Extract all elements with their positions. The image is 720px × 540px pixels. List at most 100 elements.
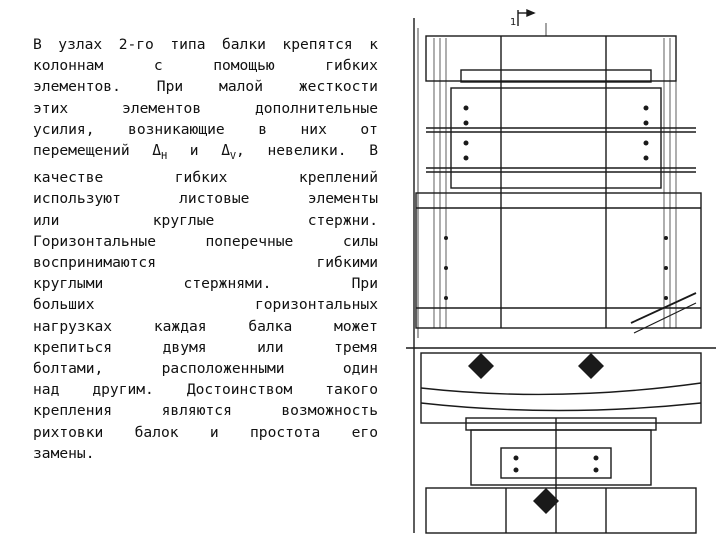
word: них [300,120,327,138]
word: тремя [334,338,378,356]
word: может [334,317,378,335]
paragraph-line: или круглые стержни. [33,210,378,231]
beam-web [415,192,702,329]
word: больших [33,296,95,314]
word: невелики. [267,142,347,160]
word: элементов. [33,78,121,96]
word: листовые [179,190,250,208]
word: крепиться [33,338,113,356]
word: балка [248,317,293,335]
word: и [209,423,219,441]
word: При [156,78,184,96]
word: поперечные [205,232,294,250]
flange-hatching [433,38,677,328]
stiffener-diamonds [468,353,604,514]
word: Достоинством [186,381,293,399]
word: простота [250,423,321,441]
connection-plate [450,87,662,189]
word: крепления [33,402,113,420]
word: гибких [325,57,378,75]
word: крепятся [282,36,353,53]
word: дополнительные [254,99,378,117]
word: к [369,36,378,53]
stiffener-diamond [533,488,559,514]
word: В [33,36,42,53]
paragraph-line: крепиться двумя или тремя [33,337,378,358]
section-arrow-head [526,8,536,18]
word: балок [134,423,179,441]
word: горизонтальных [254,296,378,314]
word: круглые [152,211,215,229]
stiffener-diamond [578,353,604,379]
word: круглыми [33,275,104,293]
word: элементов [122,99,202,117]
word: балки [221,36,266,53]
paragraph-line: крепления являются возможность [33,400,378,421]
word: помощью [213,57,275,75]
word: ΔH [152,142,168,162]
word: 2-го [118,36,154,53]
word: креплений [298,169,378,187]
word: возможность [281,402,378,420]
word: качестве [33,169,104,187]
word: В [369,142,378,160]
word: и [189,142,199,160]
word: в [258,120,267,138]
paragraph-line: воспринимаются гибкими [33,252,378,273]
word: нагрузках [33,317,113,335]
paragraph-line: рихтовки балок и простота его [33,422,378,443]
word: При [351,275,378,293]
word: стержнями. [183,275,272,293]
word: воспринимаются [33,253,157,271]
word: болтами, [33,359,104,377]
section-label: 1 [510,17,516,28]
word: колоннам [33,57,104,75]
word: используют [33,190,121,208]
word: Горизонтальные [33,232,157,250]
word: рихтовки [33,423,104,441]
lower-column [425,487,697,534]
word: над [33,381,60,399]
word: перемещений [33,142,130,160]
paragraph-line: круглыми стержнями. При [33,273,378,294]
word: с [153,57,163,75]
word: элементы [307,190,378,208]
word: или [257,338,284,356]
word: гибкими [316,253,378,271]
word: малой [219,78,263,96]
word: возникающие [128,120,225,138]
word: являются [161,402,232,420]
word: стержни. [307,211,378,229]
word: расположенными [161,359,285,377]
word: двумя [162,338,207,356]
beam-column-connection-drawing: 1 [406,8,716,534]
paragraph-line: используют листовые элементы [33,188,378,209]
word: замены. [33,444,95,462]
paragraph-line: замены. [33,443,378,464]
word: гибких [174,169,228,187]
word: такого [325,381,378,399]
paragraph-line: Горизонтальные поперечные силы [33,231,378,252]
word: другим. [92,381,154,399]
word: типа [170,36,206,53]
word: от [360,120,378,138]
technical-drawing: 1 [406,8,716,538]
word: силы [342,232,378,250]
lower-joint [470,429,652,486]
paragraph-line: над другим. Достоинством такого [33,379,378,400]
paragraph-line: нагрузках каждая балка может [33,316,378,337]
word: его [351,423,378,441]
upper-column-top [425,35,677,82]
paragraph-line: качестве гибких креплений [33,167,378,188]
word: или [33,211,60,229]
word: каждая [153,317,207,335]
paragraph-line: больших горизонтальных [33,294,378,315]
stiffener-diamond [468,353,494,379]
